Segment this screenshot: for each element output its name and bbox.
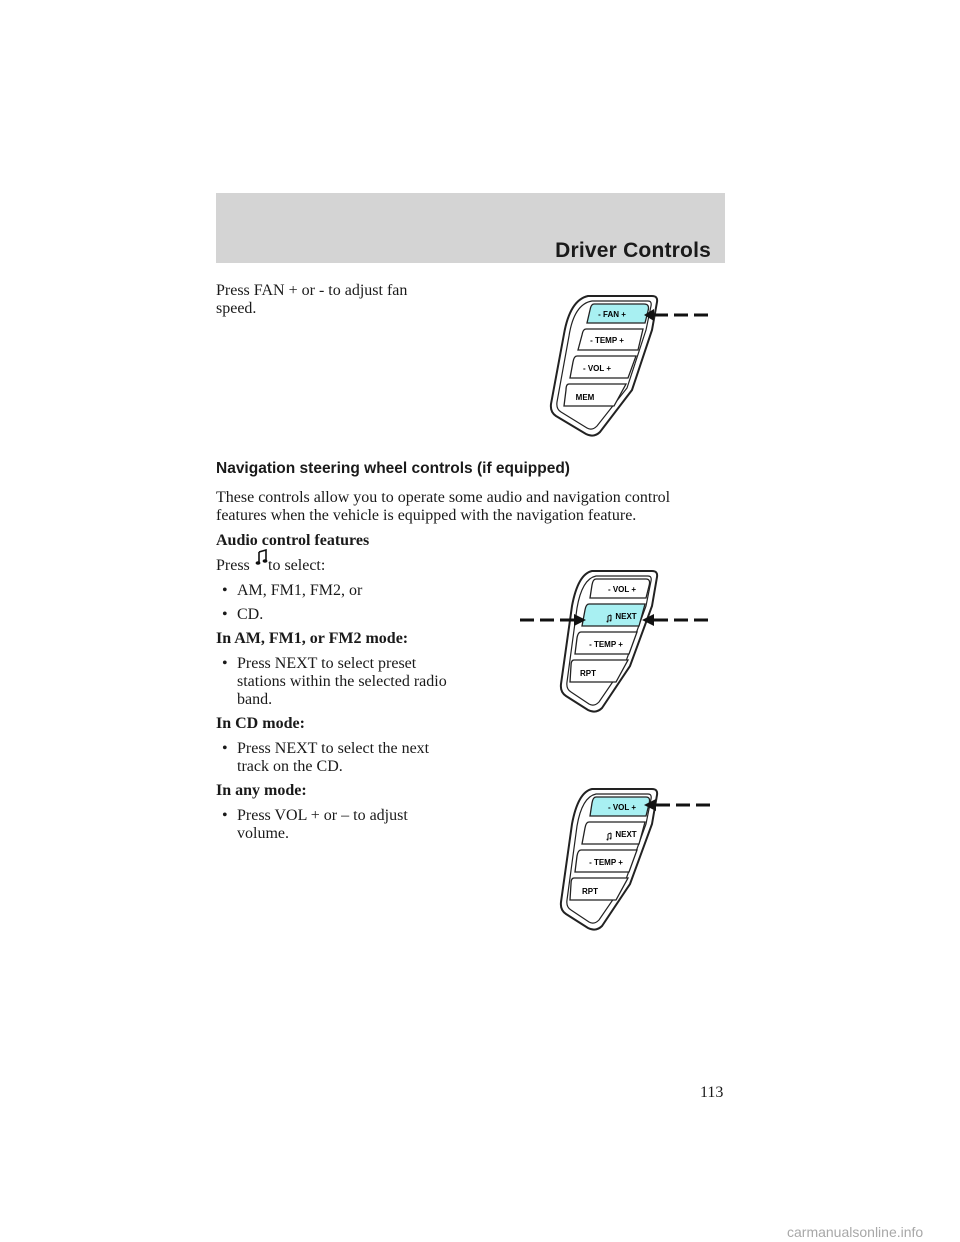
pointer-arrow — [644, 799, 656, 811]
bullet-marker: • — [222, 582, 228, 599]
any-mode-line2: volume. — [237, 825, 289, 842]
intro-line1: These controls allow you to operate some… — [216, 489, 671, 506]
rpt-button — [569, 877, 630, 901]
mem-label: MEM — [576, 393, 595, 402]
bullet-marker: • — [222, 807, 228, 824]
vol-label: - VOL + — [608, 803, 636, 812]
rpt-button — [569, 659, 630, 683]
bullet-source-2: CD. — [237, 606, 264, 623]
cd-mode-line2: track on the CD. — [237, 758, 343, 775]
am-mode-heading: In AM, FM1, or FM2 mode: — [216, 630, 409, 647]
pointer-arrow — [574, 614, 586, 626]
vol-button — [569, 355, 637, 379]
steering-controls-diagram-vol: - VOL + NEXT - TEMP + RPT — [559, 788, 710, 931]
steering-controls-diagram-next: - VOL + NEXT - TEMP + RPT — [520, 570, 708, 713]
header-band: Driver Controls — [216, 193, 725, 263]
fan-text-line1: Press FAN + or - to adjust fan — [216, 282, 408, 299]
page-number: 113 — [700, 1084, 724, 1101]
press-text: Press — [216, 557, 250, 574]
temp-button — [577, 328, 644, 351]
next-label: NEXT — [615, 612, 636, 621]
bullet-marker: • — [222, 606, 228, 623]
next-button — [581, 603, 646, 627]
temp-button — [574, 631, 638, 655]
intro-line2: features when the vehicle is equipped wi… — [216, 507, 637, 524]
temp-label: - TEMP + — [589, 640, 623, 649]
watermark: carmanualsonline.info — [787, 1224, 924, 1240]
fan-label: - FAN + — [598, 310, 626, 319]
steering-controls-diagram-fan: - FAN + - TEMP + - VOL + MEM — [549, 295, 708, 437]
music-note-icon — [606, 614, 612, 623]
to-select-text: to select: — [268, 557, 326, 574]
vol-label: - VOL + — [583, 364, 611, 373]
am-mode-line2: stations within the selected radio — [237, 673, 447, 690]
cd-mode-heading: In CD mode: — [216, 715, 305, 732]
fan-button — [586, 303, 650, 324]
cd-mode-line1: Press NEXT to select the next — [237, 740, 430, 757]
mem-button — [563, 383, 628, 407]
any-mode-heading: In any mode: — [216, 782, 307, 799]
bullet-source-1: AM, FM1, FM2, or — [237, 582, 363, 599]
nav-heading: Navigation steering wheel controls (if e… — [216, 460, 570, 477]
temp-label: - TEMP + — [590, 336, 624, 345]
pointer-arrow — [642, 614, 654, 626]
rpt-label: RPT — [580, 669, 596, 678]
music-note-icon — [255, 549, 268, 565]
next-label: NEXT — [615, 830, 636, 839]
vol-button — [589, 796, 651, 817]
bullet-marker: • — [222, 655, 228, 672]
audio-heading: Audio control features — [216, 532, 370, 549]
temp-label: - TEMP + — [589, 858, 623, 867]
am-mode-line1: Press NEXT to select preset — [237, 655, 417, 672]
rpt-label: RPT — [582, 887, 598, 896]
next-button — [581, 821, 646, 845]
vol-button — [589, 578, 651, 599]
pointer-arrow — [644, 309, 654, 321]
bullet-marker: • — [222, 740, 228, 757]
temp-button — [574, 849, 638, 873]
vol-label: - VOL + — [608, 585, 636, 594]
section-title: Driver Controls — [555, 239, 711, 262]
am-mode-line3: band. — [237, 691, 273, 708]
fan-text-line2: speed. — [216, 300, 257, 317]
any-mode-line1: Press VOL + or – to adjust — [237, 807, 408, 824]
music-note-icon — [606, 832, 612, 841]
